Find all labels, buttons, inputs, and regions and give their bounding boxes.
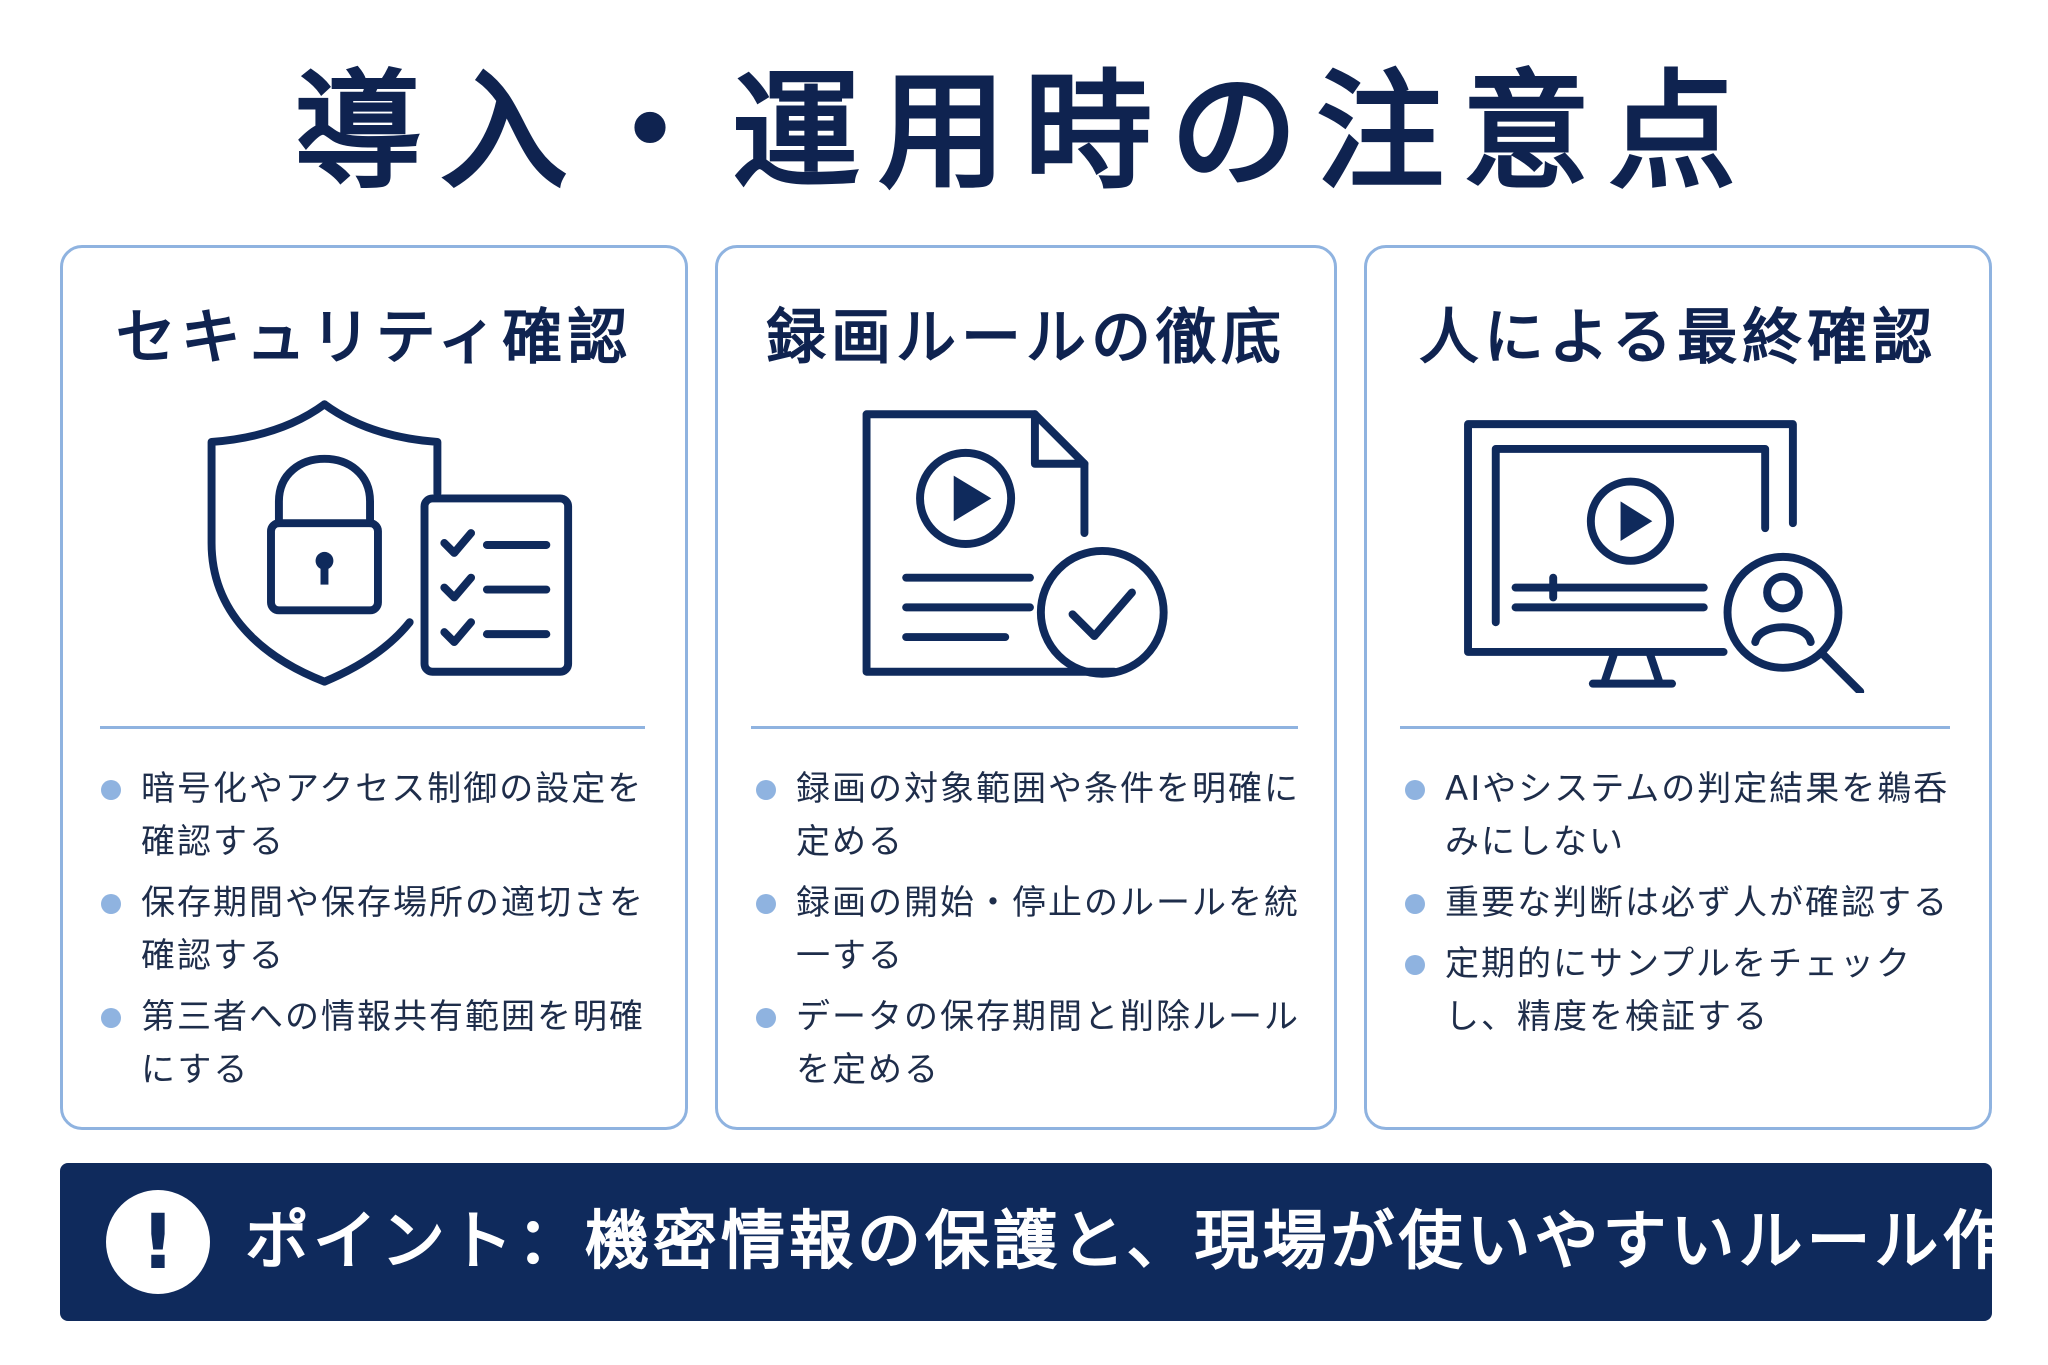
card-divider — [751, 726, 1298, 729]
list-item: データの保存期間と削除ルールを定める — [756, 991, 1314, 1097]
card-divider — [100, 726, 645, 729]
list-item: 暗号化やアクセス制御の設定を確認する — [101, 763, 665, 869]
bullet-dot-icon — [756, 894, 776, 914]
list-item: 録画の対象範囲や条件を明確に定める — [756, 763, 1314, 869]
list-item: 重要な判断は必ず人が確認する — [1405, 877, 1969, 930]
bullet-dot-icon — [756, 780, 776, 800]
shield-lock-checklist-icon — [207, 400, 573, 686]
exclamation-icon: ! — [106, 1190, 210, 1294]
video-document-check-icon — [862, 410, 1168, 678]
bullet-list: 暗号化やアクセス制御の設定を確認する 保存期間や保存場所の適切さを確認する 第三… — [101, 763, 665, 1105]
bullet-dot-icon — [1405, 780, 1425, 800]
bullet-dot-icon — [1405, 894, 1425, 914]
card-title: セキュリティ確認 — [115, 303, 633, 373]
point-banner: ! ポイント：機密情報の保護と、現場が使いやすいルール作りを — [60, 1163, 2048, 1321]
list-item: 録画の開始・停止のルールを統一する — [756, 877, 1314, 983]
card-security: セキュリティ確認 暗号化やアクセス制御の設定を確認する 保存期間や保存場所の適切… — [60, 245, 688, 1130]
card-human-check: 人による最終確認 AIやシステムの判定結果を鵜呑みにしない 重要な判断は必ず人が… — [1364, 245, 1992, 1130]
bullet-dot-icon — [101, 780, 121, 800]
list-item: 保存期間や保存場所の適切さを確認する — [101, 877, 665, 983]
bullet-list: AIやシステムの判定結果を鵜呑みにしない 重要な判断は必ず人が確認する 定期的に… — [1405, 763, 1969, 1052]
bullet-dot-icon — [101, 1008, 121, 1028]
page-title: 導入・運用時の注意点 — [293, 58, 1754, 207]
bullet-dot-icon — [1405, 955, 1425, 975]
bullet-list: 録画の対象範囲や条件を明確に定める 録画の開始・停止のルールを統一する データの… — [756, 763, 1314, 1105]
bullet-dot-icon — [756, 1008, 776, 1028]
bullet-dot-icon — [101, 894, 121, 914]
card-recording-rules: 録画ルールの徹底 録画の対象範囲や条件を明確に定める 録画の開始・停止のルールを… — [715, 245, 1337, 1130]
list-item: AIやシステムの判定結果を鵜呑みにしない — [1405, 763, 1969, 869]
list-item: 定期的にサンプルをチェックし、精度を検証する — [1405, 938, 1969, 1044]
list-item: 第三者への情報共有範囲を明確にする — [101, 991, 665, 1097]
banner-text: ポイント：機密情報の保護と、現場が使いやすいルール作りを — [245, 1205, 2048, 1279]
monitor-person-search-icon — [1464, 420, 1865, 693]
card-title: 録画ルールの徹底 — [766, 303, 1286, 373]
card-divider — [1400, 726, 1950, 729]
card-title: 人による最終確認 — [1418, 303, 1938, 373]
